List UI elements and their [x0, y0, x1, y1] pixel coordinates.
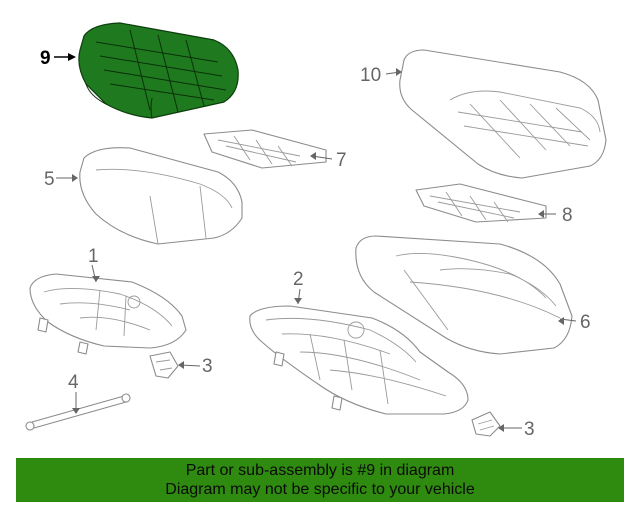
callout-6: 6 [580, 312, 591, 333]
callout-8: 8 [562, 205, 573, 226]
part-2-seat-frame[interactable] [249, 305, 469, 415]
part-5-seat-foam[interactable] [79, 147, 243, 245]
leader-lines [54, 53, 577, 432]
callout-7: 7 [336, 150, 347, 171]
banner-line-1: Part or sub-assembly is #9 in diagram [185, 462, 455, 479]
callout-9: 9 [40, 48, 51, 69]
callout-2: 2 [293, 269, 304, 290]
part-3-clip-a[interactable] [149, 351, 179, 379]
info-banner: Part or sub-assembly is #9 in diagram Di… [16, 458, 624, 502]
part-9-cushion-cover[interactable] [78, 22, 239, 119]
part-3-clip-b[interactable] [471, 411, 501, 437]
part-10-seat-pad[interactable] [399, 49, 607, 179]
callout-4: 4 [68, 372, 79, 393]
callout-3b: 3 [524, 419, 535, 440]
part-6-cushion[interactable] [355, 235, 573, 355]
part-7-heater-mat[interactable] [203, 129, 327, 169]
part-8-heater-mat[interactable] [415, 183, 547, 223]
callout-1: 1 [88, 246, 99, 267]
callout-10: 10 [360, 65, 381, 86]
banner-line-2: Diagram may not be specific to your vehi… [165, 481, 475, 498]
part-4-rod[interactable] [25, 393, 131, 431]
callout-5: 5 [44, 169, 55, 190]
parts-diagram: 9 10 5 7 8 1 2 6 3 4 3 [25, 22, 607, 440]
callout-3a: 3 [202, 356, 213, 377]
part-1-seat-frame[interactable] [29, 273, 187, 355]
